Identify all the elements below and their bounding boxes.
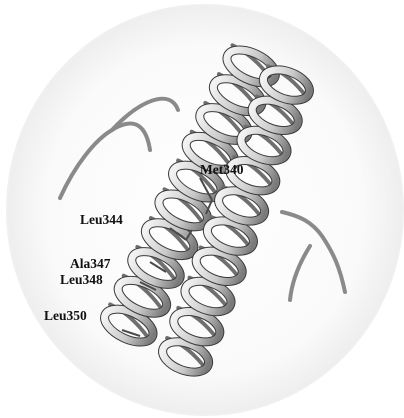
residue-label-ala347: Ala347 [70, 256, 111, 272]
residue-label-met340: Met340 [200, 162, 243, 178]
residue-label-leu344: Leu344 [80, 212, 123, 228]
residue-label-leu348: Leu348 [60, 272, 103, 288]
residue-label-leu350: Leu350 [44, 308, 87, 324]
